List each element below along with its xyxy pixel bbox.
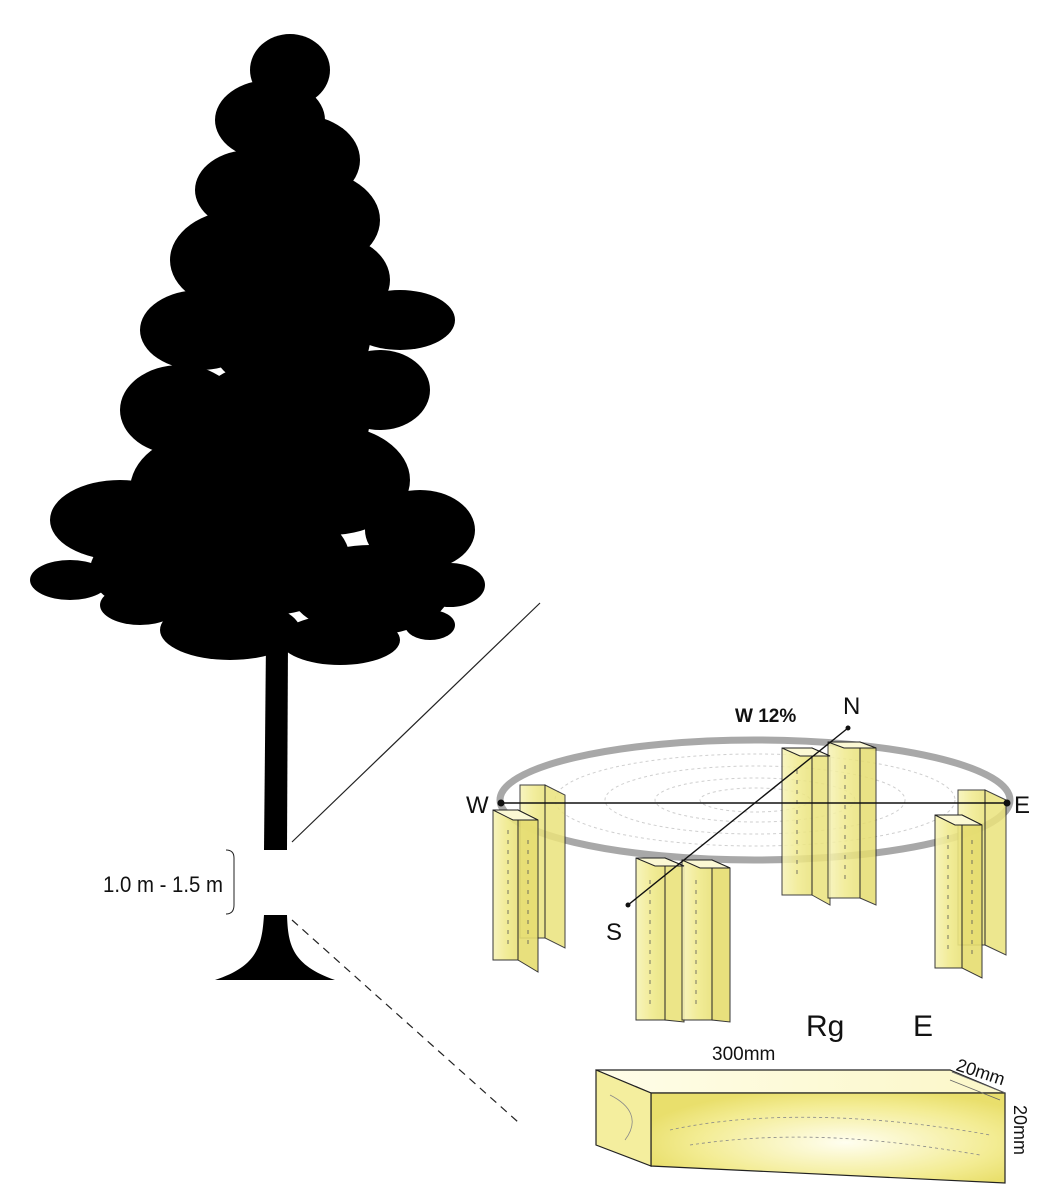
height-label: 1.0 m - 1.5 m [103, 872, 223, 897]
tree-crown [30, 34, 485, 665]
zoom-line-lower [291, 919, 519, 1123]
compass-points [497, 725, 1011, 908]
modulus-label-e: E [913, 1010, 933, 1043]
tree-trunk-upper [264, 640, 288, 850]
compass-axes [501, 727, 1007, 906]
trunk-cross-section [496, 736, 1014, 864]
compass-label-south: S [606, 919, 622, 946]
compass-label-west: W [466, 792, 489, 819]
height-bracket [225, 849, 235, 915]
modulus-label-rg: Rg [806, 1010, 844, 1043]
sample-sticks-south [635, 857, 731, 1023]
compass-label-north: N [843, 693, 860, 720]
sample-sticks-west [492, 784, 566, 973]
compass-label-east: E [1014, 792, 1030, 819]
moisture-label: W 12% [735, 706, 796, 727]
tree-trunk-lower [215, 915, 335, 980]
tree-silhouette [30, 34, 485, 980]
zoom-line-upper [291, 602, 541, 843]
test-specimen-beam [595, 1069, 1006, 1184]
beam-height-label: 20mm [1010, 1105, 1030, 1155]
beam-length-label: 300mm [712, 1044, 775, 1065]
sample-sticks-east [934, 789, 1007, 979]
sample-sticks-north [781, 741, 877, 906]
